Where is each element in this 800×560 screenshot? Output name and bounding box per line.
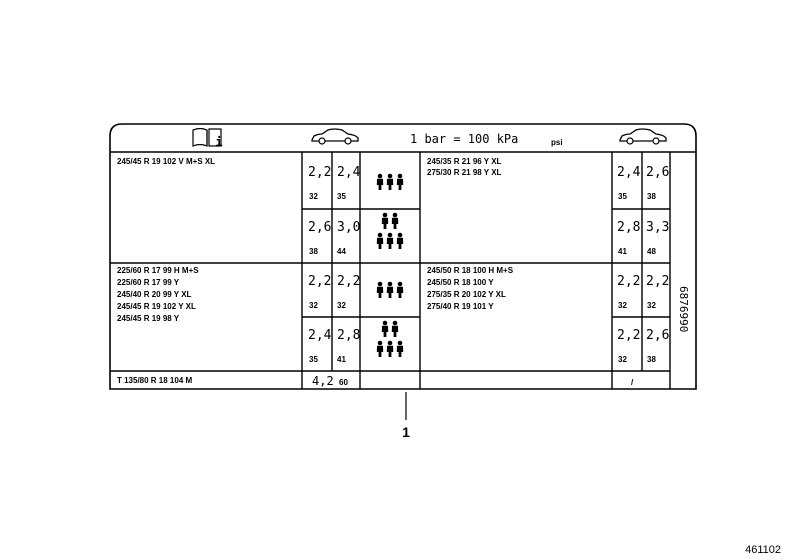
psi-front: 32 [618, 301, 627, 310]
pressure-front: 2,2 [308, 165, 331, 180]
tire-spec: 245/50 R 18 100 H M+S [427, 266, 514, 275]
spare-psi: 60 [339, 378, 348, 387]
pressure-rear: 2,8 [337, 328, 360, 343]
psi-front: 35 [309, 355, 318, 364]
table-grid [110, 152, 671, 389]
label-border [109, 123, 697, 390]
tire-spec: 245/35 R 21 96 Y XL [427, 157, 502, 166]
psi-front: 38 [309, 247, 318, 256]
psi-front: 32 [309, 192, 318, 201]
pressure-rear: 2,2 [646, 274, 669, 289]
psi-front: 32 [309, 301, 318, 310]
psi-rear: 35 [337, 192, 346, 201]
manual-info-letter: i [215, 135, 222, 149]
psi-front: 32 [618, 355, 627, 364]
tire-spec: 225/60 R 17 99 H M+S [117, 266, 199, 275]
psi-rear: 32 [647, 301, 656, 310]
tire-spec: 225/60 R 17 99 Y [117, 278, 180, 287]
tire-spec: 245/45 R 19 98 Y [117, 314, 180, 323]
diagram-part-number: 461102 [745, 544, 781, 556]
pressure-front: 2,8 [617, 220, 640, 235]
pressure-front: 2,2 [617, 274, 640, 289]
callout-number: 1 [402, 424, 410, 440]
tire-spec: 245/40 R 20 99 Y XL [117, 290, 192, 299]
tire-spec: 245/45 R 19 102 V M+S XL [117, 157, 215, 166]
five-persons-icon [376, 320, 404, 357]
vertical-part-number: 6876990 [677, 286, 690, 332]
pressure-front: 2,4 [308, 328, 332, 343]
psi-front: 41 [618, 247, 627, 256]
psi-rear: 32 [337, 301, 346, 310]
pressure-rear: 3,0 [337, 220, 360, 235]
car-icon [311, 128, 359, 145]
pressure-front: 2,2 [308, 274, 331, 289]
psi-label: psi [551, 138, 563, 147]
tire-spec: 275/35 R 20 102 Y XL [427, 290, 506, 299]
pressure-rear: 3,3 [646, 220, 669, 235]
psi-rear: 44 [337, 247, 346, 256]
car-icon-right [619, 128, 667, 145]
three-persons-icon [376, 281, 404, 298]
psi-front: 35 [618, 192, 627, 201]
spare-pressure: 4,2 [312, 374, 334, 388]
pressure-rear: 2,6 [646, 328, 669, 343]
pressure-front: 2,6 [308, 220, 331, 235]
tire-spec: 275/30 R 21 98 Y XL [427, 168, 502, 177]
tire-spec: 245/45 R 19 102 Y XL [117, 302, 196, 311]
manual-book-icon [192, 127, 222, 147]
pressure-rear: 2,4 [337, 165, 361, 180]
three-persons-icon [376, 173, 404, 190]
pressure-front: 2,4 [617, 165, 641, 180]
five-persons-icon [376, 212, 404, 249]
tire-spec: 275/40 R 19 101 Y [427, 302, 494, 311]
pressure-rear: 2,2 [337, 274, 360, 289]
psi-rear: 48 [647, 247, 656, 256]
psi-rear: 41 [337, 355, 346, 364]
pressure-rear: 2,6 [646, 165, 669, 180]
unit-conversion-text: 1 bar = 100 kPa [410, 132, 518, 146]
spare-right-mark: / [631, 378, 634, 387]
psi-rear: 38 [647, 192, 656, 201]
spare-tire-spec: T 135/80 R 18 104 M [117, 376, 192, 385]
pressure-front: 2,2 [617, 328, 640, 343]
tire-spec: 245/50 R 18 100 Y [427, 278, 494, 287]
psi-rear: 38 [647, 355, 656, 364]
